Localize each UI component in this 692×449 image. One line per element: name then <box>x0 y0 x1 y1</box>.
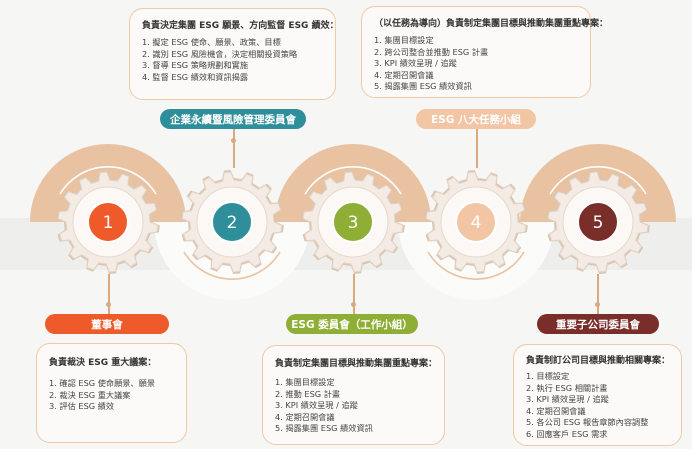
list-item: 6. 回應客戶 ESG 需求 <box>526 428 608 439</box>
duty-list: 1. 目標設定 2. 執行 ESG 相關計畫 3. KPI 績效呈現 / 追蹤 … <box>526 371 669 441</box>
board-label: 董事會 <box>45 314 169 334</box>
gear-2: 2 <box>180 170 284 274</box>
connector-dot-3 <box>351 302 356 307</box>
subsidiary-duties-box: 負責制訂公司目標與推動相關專案： 1. 目標設定 2. 執行 ESG 相關計畫 … <box>513 344 682 446</box>
gear-hub <box>577 201 619 243</box>
list-item: 2. 跨公司整合並推動 ESG 計畫 <box>374 46 489 57</box>
motion-arc <box>183 251 281 280</box>
list-item: 3. 評估 ESG 績效 <box>49 401 115 412</box>
list-item: 4. 定期召開會議 <box>275 411 335 422</box>
connector-line-4 <box>476 128 478 168</box>
motion-arc <box>304 166 402 195</box>
duty-list: 1. 集團目標設定 2. 跨公司整合並推動 ESG 計畫 3. KPI 績效呈現… <box>374 35 578 93</box>
gear-5: 5 <box>546 170 650 274</box>
connector-dot-2 <box>231 138 236 143</box>
list-item: 1. 目標設定 <box>526 371 570 381</box>
gear-number: 2 <box>227 213 238 233</box>
duty-list: 1. 確認 ESG 使命願景、願景 2. 裁決 ESG 重大議案 3. 評估 E… <box>49 378 174 413</box>
gear-hub <box>211 201 253 243</box>
box-heading: 負責決定集團 ESG 願景、方向監督 ESG 績效： <box>142 21 339 31</box>
list-item: 4. 監督 ESG 績效和資訊揭露 <box>142 71 249 82</box>
duty-list: 1. 集團目標設定 2. 推動 ESG 計畫 3. KPI 績效呈現 / 追蹤 … <box>275 377 432 435</box>
list-item: 2. 裁決 ESG 重大議案 <box>49 389 131 400</box>
connector-line-2 <box>233 128 235 168</box>
board-duties-box: 負責裁決 ESG 重大議案： 1. 確認 ESG 使命願景、願景 2. 裁決 E… <box>36 343 187 443</box>
gear-1: 1 <box>56 170 160 274</box>
connector-line-3 <box>353 274 355 314</box>
list-item: 5. 各公司 ESG 報告章節內容調整 <box>526 417 649 428</box>
box-heading: 負責裁決 ESG 重大議案： <box>49 358 157 368</box>
committee-label-top: 企業永續暨風險管理委員會 <box>160 109 306 129</box>
gear-number: 1 <box>103 213 114 233</box>
list-item: 1. 確認 ESG 使命願景、願景 <box>49 378 156 388</box>
esg-committee-label: ESG 委員會（工作小組） <box>286 314 418 334</box>
motion-arc <box>59 166 157 195</box>
subsidiary-committee-label: 重要子公司委員會 <box>537 314 659 334</box>
list-item: 4. 定期召開會議 <box>526 405 586 416</box>
box-heading: 負責制定集團目標與推動集團重點專案： <box>275 359 438 369</box>
gear-number: 4 <box>471 213 482 233</box>
list-item: 4. 定期召開會議 <box>374 69 434 80</box>
list-item: 5. 揭露集團 ESG 績效資訊 <box>374 81 472 92</box>
task-force-label: ESG 八大任務小組 <box>416 109 536 129</box>
motion-arc <box>549 166 647 195</box>
list-item: 3. KPI 績效呈現 / 追蹤 <box>275 400 358 411</box>
connector-dot-1 <box>106 302 111 307</box>
duty-list: 1. 擬定 ESG 使命、願景、政策、目標 2. 識別 ESG 風險機會，決定相… <box>142 37 323 83</box>
gear-hub <box>455 201 497 243</box>
list-item: 3. KPI 績效呈現 / 追蹤 <box>526 394 609 405</box>
gear-hub <box>332 201 374 243</box>
gear-4: 4 <box>424 170 528 274</box>
list-item: 1. 集團目標設定 <box>374 35 434 45</box>
list-item: 2. 識別 ESG 風險機會，決定相關投資策略 <box>142 48 298 59</box>
gear-number: 5 <box>593 213 604 233</box>
list-item: 2. 推動 ESG 計畫 <box>275 388 341 399</box>
box-heading: （以任務為導向）負責制定集團目標與推動集團重點專案： <box>374 19 609 29</box>
gear-3: 3 <box>301 170 405 274</box>
gear-number: 3 <box>348 213 359 233</box>
connector-line-5 <box>597 274 599 314</box>
list-item: 5. 揭露集團 ESG 績效資訊 <box>275 423 373 434</box>
esg-committee-duties-box: 負責制定集團目標與推動集團重點專案： 1. 集團目標設定 2. 推動 ESG 計… <box>262 345 445 445</box>
list-item: 2. 執行 ESG 相關計畫 <box>526 382 608 393</box>
list-item: 1. 集團目標設定 <box>275 377 335 387</box>
gear-hub <box>87 201 129 243</box>
box-heading: 負責制訂公司目標與推動相關專案： <box>526 356 671 366</box>
motion-arc <box>427 251 525 280</box>
list-item: 3. KPI 績效呈現 / 追蹤 <box>374 58 457 69</box>
board-committee-duties-box: 負責決定集團 ESG 願景、方向監督 ESG 績效： 1. 擬定 ESG 使命、… <box>129 8 339 100</box>
gear-layer: 1 2 3 4 5 <box>56 170 650 274</box>
connector-line-1 <box>108 274 110 314</box>
task-force-duties-box: （以任務為導向）負責制定集團目標與推動集團重點專案： 1. 集團目標設定 2. … <box>361 6 609 98</box>
list-item: 3. 督導 ESG 策略規劃和實施 <box>142 60 249 71</box>
list-item: 1. 擬定 ESG 使命、願景、政策、目標 <box>142 37 281 47</box>
connector-dot-5 <box>595 302 600 307</box>
